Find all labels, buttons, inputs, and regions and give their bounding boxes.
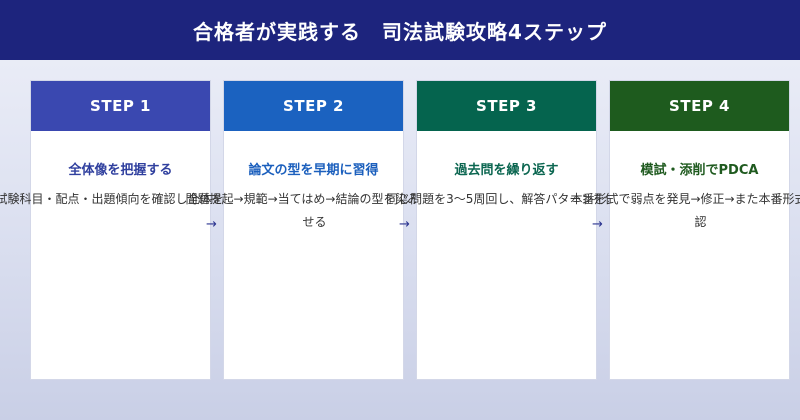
step-title: 過去問を繰り返す [454,163,559,178]
step-title: 全体像を把握する [68,163,173,178]
step-title: 論文の型を早期に習得 [248,163,379,178]
step-card-1: STEP 1 全体像を把握する 試験科目・配点・出題傾向を確認し全体を整理 [0,80,248,380]
page-header: 合格者が実践する 司法試験攻略4ステップ [0,0,800,60]
step-label: STEP 1 [31,81,210,131]
step-label: STEP 4 [610,81,789,131]
step-card-3: STEP 3 過去問を繰り返す 同じ問題を3〜5周回し、解答パターンを体得 [386,80,629,380]
step-card-2: STEP 2 論文の型を早期に習得 問題提起→規範→当てはめ→結論の型を染み込ま… [186,80,443,380]
arrow-icon: → [399,217,410,232]
step-title: 模試・添削でPDCA [640,163,759,178]
arrow-icon: → [206,217,217,232]
arrow-icon: → [592,217,603,232]
step-description: 試験科目・配点・出題傾向を確認し全体を整理 [0,192,248,206]
step-description: 同じ問題を3〜5周回し、解答パターンを体得 [386,192,629,206]
step-card-4: STEP 4 模試・添削でPDCA 本番形式で弱点を発見→修正→また本番形式で確… [570,80,800,380]
step-description: 本番形式で弱点を発見→修正→また本番形式で確認 [570,192,800,229]
step-description: 問題提起→規範→当てはめ→結論の型を染み込ませる [185,192,444,229]
step-label: STEP 3 [417,81,596,131]
page-title: 合格者が実践する 司法試験攻略4ステップ [193,19,607,44]
step-label: STEP 2 [224,81,403,131]
